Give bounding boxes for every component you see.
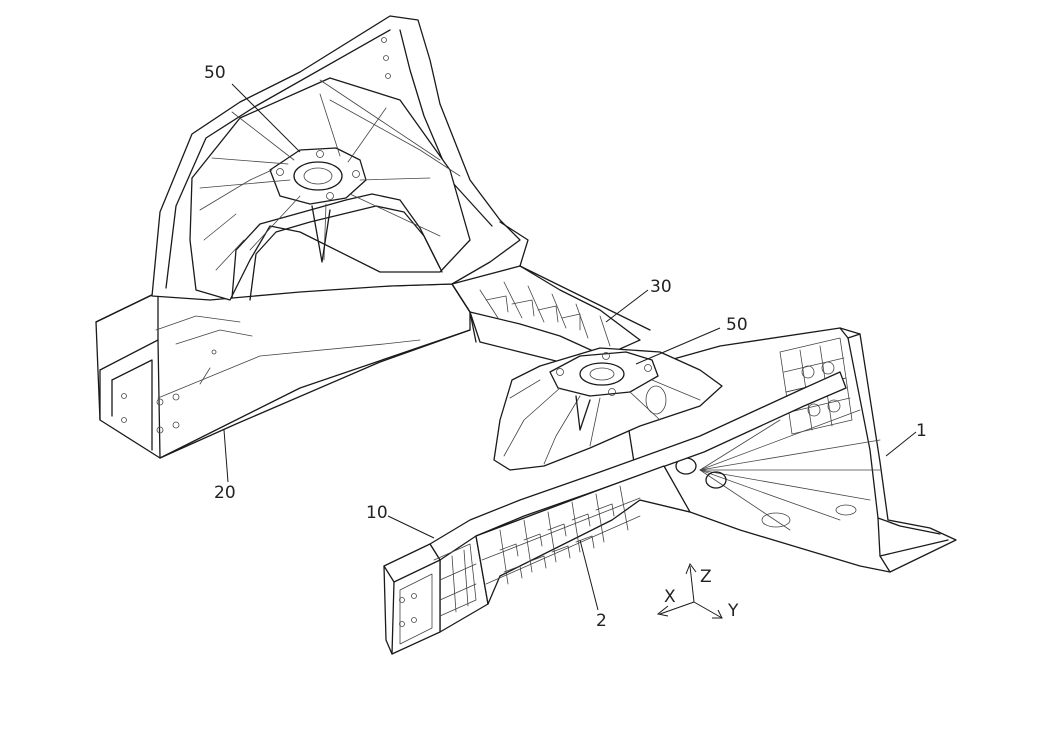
ref-label-rail: 30 bbox=[650, 277, 672, 297]
front-frame-assembly bbox=[383, 327, 957, 655]
ref-label-rear-tower: 50 bbox=[204, 63, 226, 83]
ref-label-body-panel: 1 bbox=[916, 421, 927, 441]
leader-lines bbox=[223, 83, 917, 611]
axis-label-y: Y bbox=[727, 601, 739, 621]
ref-label-rear-beam: 20 bbox=[214, 483, 236, 503]
rear-frame-assembly bbox=[95, 15, 521, 459]
axis-label-x: X bbox=[664, 587, 676, 607]
axis-label-z: Z bbox=[700, 567, 712, 587]
ref-label-crossmember: 2 bbox=[596, 611, 607, 631]
axis-triad: Z X Y bbox=[656, 562, 739, 621]
ref-label-front-beam: 10 bbox=[366, 503, 388, 523]
ref-label-front-tower: 50 bbox=[726, 315, 748, 335]
